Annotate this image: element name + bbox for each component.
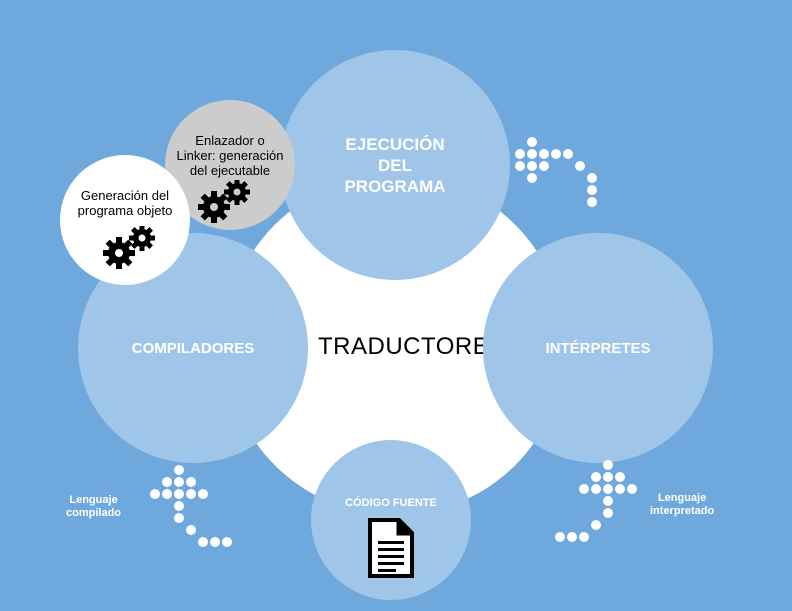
arrow-dot [198,489,208,499]
node-compiladores-label: COMPILADORES [131,339,255,357]
arrow-dot [174,513,184,523]
arrow-dot [603,508,613,518]
step-enlazador-label: Enlazador o Linker: generación del ejecu… [176,133,284,178]
center-title: TRADUCTORES [318,333,506,360]
arrow-dot [527,161,537,171]
step-generacion: Generación del programa objeto [60,155,190,285]
arrow-dot [603,472,613,482]
arrow-dot [567,532,577,542]
arrow-dot [527,137,537,147]
arrow-dot [603,484,613,494]
arrow-dot [186,489,196,499]
note-lenguaje-interpretado: Lenguaje interpretado [650,492,715,517]
arrow-dot [563,149,573,159]
arrow-dot [150,489,160,499]
gears-icon [198,180,250,223]
arrow-dot [210,537,220,547]
arrow-dot [579,532,589,542]
arrow-dot [587,173,597,183]
arrow-dot [591,472,601,482]
node-codigo-fuente-label: CÓDIGO FUENTE [345,497,437,509]
arrow-dot [587,185,597,195]
document-icon [368,518,414,578]
arrow-dot [539,149,549,159]
note-lenguaje-compilado: Lenguaje compilado [66,494,122,519]
arrow-dot [551,149,561,159]
arrow-dot [174,477,184,487]
arrow-dot [575,161,585,171]
dotted-arrow-icon [555,460,637,542]
arrow-dot [186,477,196,487]
dotted-arrow-icon [515,137,597,207]
arrow-dot [162,477,172,487]
arrow-dot [198,537,208,547]
arrow-dot [515,161,525,171]
arrow-dot [527,173,537,183]
node-interpretes: INTÉRPRETES [483,233,713,463]
arrow-dot [539,161,549,171]
arrow-dot [591,520,601,530]
node-ejecucion-label: EJECUCIÓN DEL PROGRAMA [344,134,446,196]
step-generacion-label: Generación del programa objeto [77,188,173,218]
arrow-dot [515,149,525,159]
arrow-dot [603,496,613,506]
gears-icon [103,226,155,269]
node-ejecucion: EJECUCIÓN DEL PROGRAMA [280,50,510,280]
node-codigo-fuente: CÓDIGO FUENTE [311,440,471,600]
arrow-dot [174,465,184,475]
arrow-dot [186,525,196,535]
arrow-dot [587,197,597,207]
arrow-dot [174,489,184,499]
node-interpretes-label: INTÉRPRETES [545,339,651,357]
arrow-dot [615,484,625,494]
arrow-dot [162,489,172,499]
arrow-dot [174,501,184,511]
arrow-dot [591,484,601,494]
arrow-dot [627,484,637,494]
arrow-dot [615,472,625,482]
dotted-arrow-icon [150,465,232,547]
arrow-dot [603,460,613,470]
arrow-dot [555,532,565,542]
arrow-dot [222,537,232,547]
arrow-dot [527,149,537,159]
arrow-dot [579,484,589,494]
